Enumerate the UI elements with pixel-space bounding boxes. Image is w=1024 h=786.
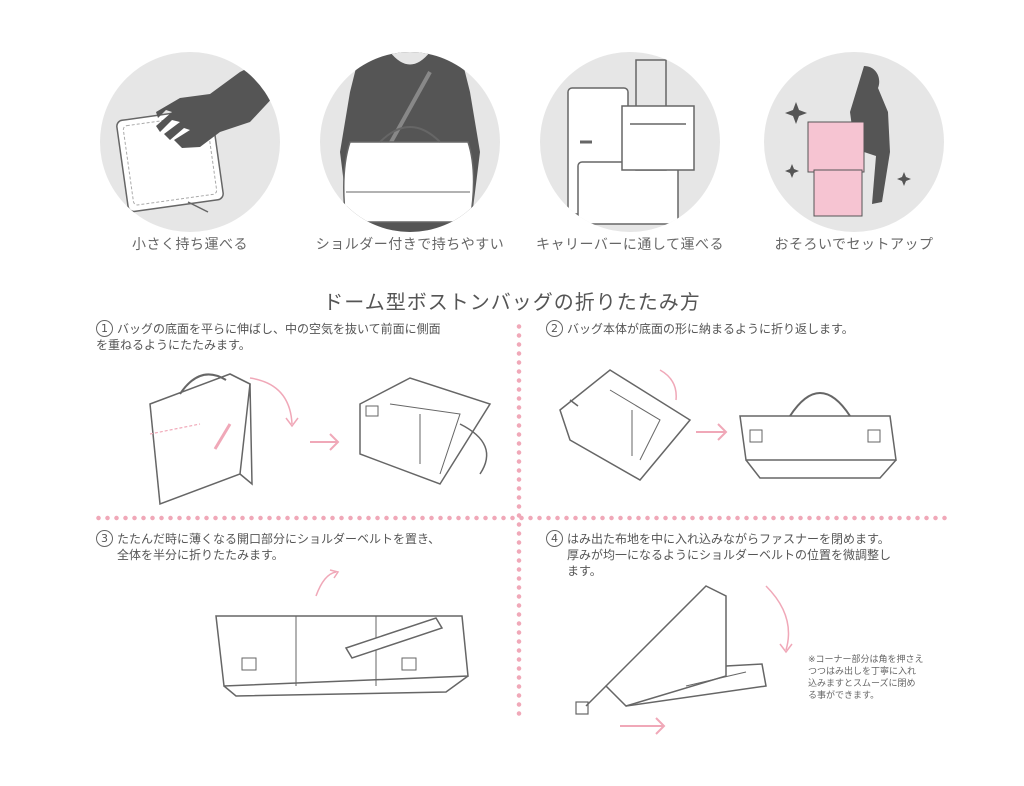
step-number: 3 [96, 530, 113, 547]
step-1: 1 バッグの底面を平らに伸ばし、中の空気を抜いて前面に側面 を重ねるようにたたみま… [96, 320, 506, 353]
vertical-divider [516, 322, 522, 716]
feature-caption: キャリーバーに通して運べる [536, 237, 724, 253]
note-line: 込みますとスムーズに閉め [808, 679, 916, 689]
step-text: ます。 [567, 564, 602, 578]
feature-carry-bar: キャリーバーに通して運べる [536, 52, 723, 253]
step-4-illustration [575, 585, 793, 735]
shoulder-bag-illustration [340, 52, 480, 232]
feature-circle [320, 52, 500, 232]
step-1-illustration [149, 373, 492, 506]
step-number: 4 [546, 530, 563, 547]
feature-circle [540, 52, 720, 232]
feature-caption: おそろいでセットアップ [774, 237, 934, 253]
step-number: 1 [96, 320, 113, 337]
step-text: たたんだ時に薄くなる開口部分にショルダーベルトを置き、 [117, 532, 441, 546]
feature-caption: 小さく持ち運べる [132, 237, 248, 253]
feature-shoulder: ショルダー付きで持ちやすい [316, 52, 504, 253]
feature-caption: ショルダー付きで持ちやすい [315, 237, 505, 253]
step-3: 3 たたんだ時に薄くなる開口部分にショルダーベルトを置き、 全体を半分に折りたたみ… [96, 530, 506, 563]
section-title: ドーム型ボストンバッグの折りたたみ方 [323, 290, 701, 314]
note-line: る事ができます。 [808, 691, 880, 701]
feature-setup: おそろいでセットアップ [764, 52, 944, 253]
carry-bar-illustration [567, 59, 695, 225]
feature-circle [764, 52, 944, 232]
corner-tip-note: ※コーナー部分は角を押さえ つつはみ出しを丁寧に入れ 込みますとスムーズに閉め … [808, 654, 958, 702]
step-text: バッグの底面を平らに伸ばし、中の空気を抜いて前面に側面 [117, 322, 441, 336]
note-line: つつはみ出しを丁寧に入れ [808, 667, 917, 677]
step-number: 2 [546, 320, 563, 337]
feature-compact: 小さく持ち運べる [100, 52, 280, 253]
step-text: はみ出た布地を中に入れ込みながらファスナーを閉めます。 [567, 532, 890, 546]
step-4: 4 はみ出た布地を中に入れ込みながらファスナーを閉めます。 厚みが均一になるように… [546, 530, 946, 579]
step-text: を重ねるようにたたみます。 [96, 338, 251, 352]
setup-illustration [785, 66, 911, 217]
note-line: ※コーナー部分は角を押さえ [808, 655, 924, 665]
horizontal-divider [94, 515, 950, 521]
feature-circle [100, 52, 280, 232]
step-text: バッグ本体が底面の形に納まるように折り返します。 [567, 322, 854, 336]
step-3-illustration [215, 569, 469, 697]
step-text: 厚みが均一になるようにショルダーベルトの位置を微調整し [567, 548, 892, 562]
step-2-illustration [559, 369, 897, 481]
step-text: 全体を半分に折りたたみます。 [117, 548, 284, 562]
step-2: 2 バッグ本体が底面の形に納まるように折り返します。 [546, 320, 946, 337]
folded-pouch-illustration [116, 62, 278, 213]
